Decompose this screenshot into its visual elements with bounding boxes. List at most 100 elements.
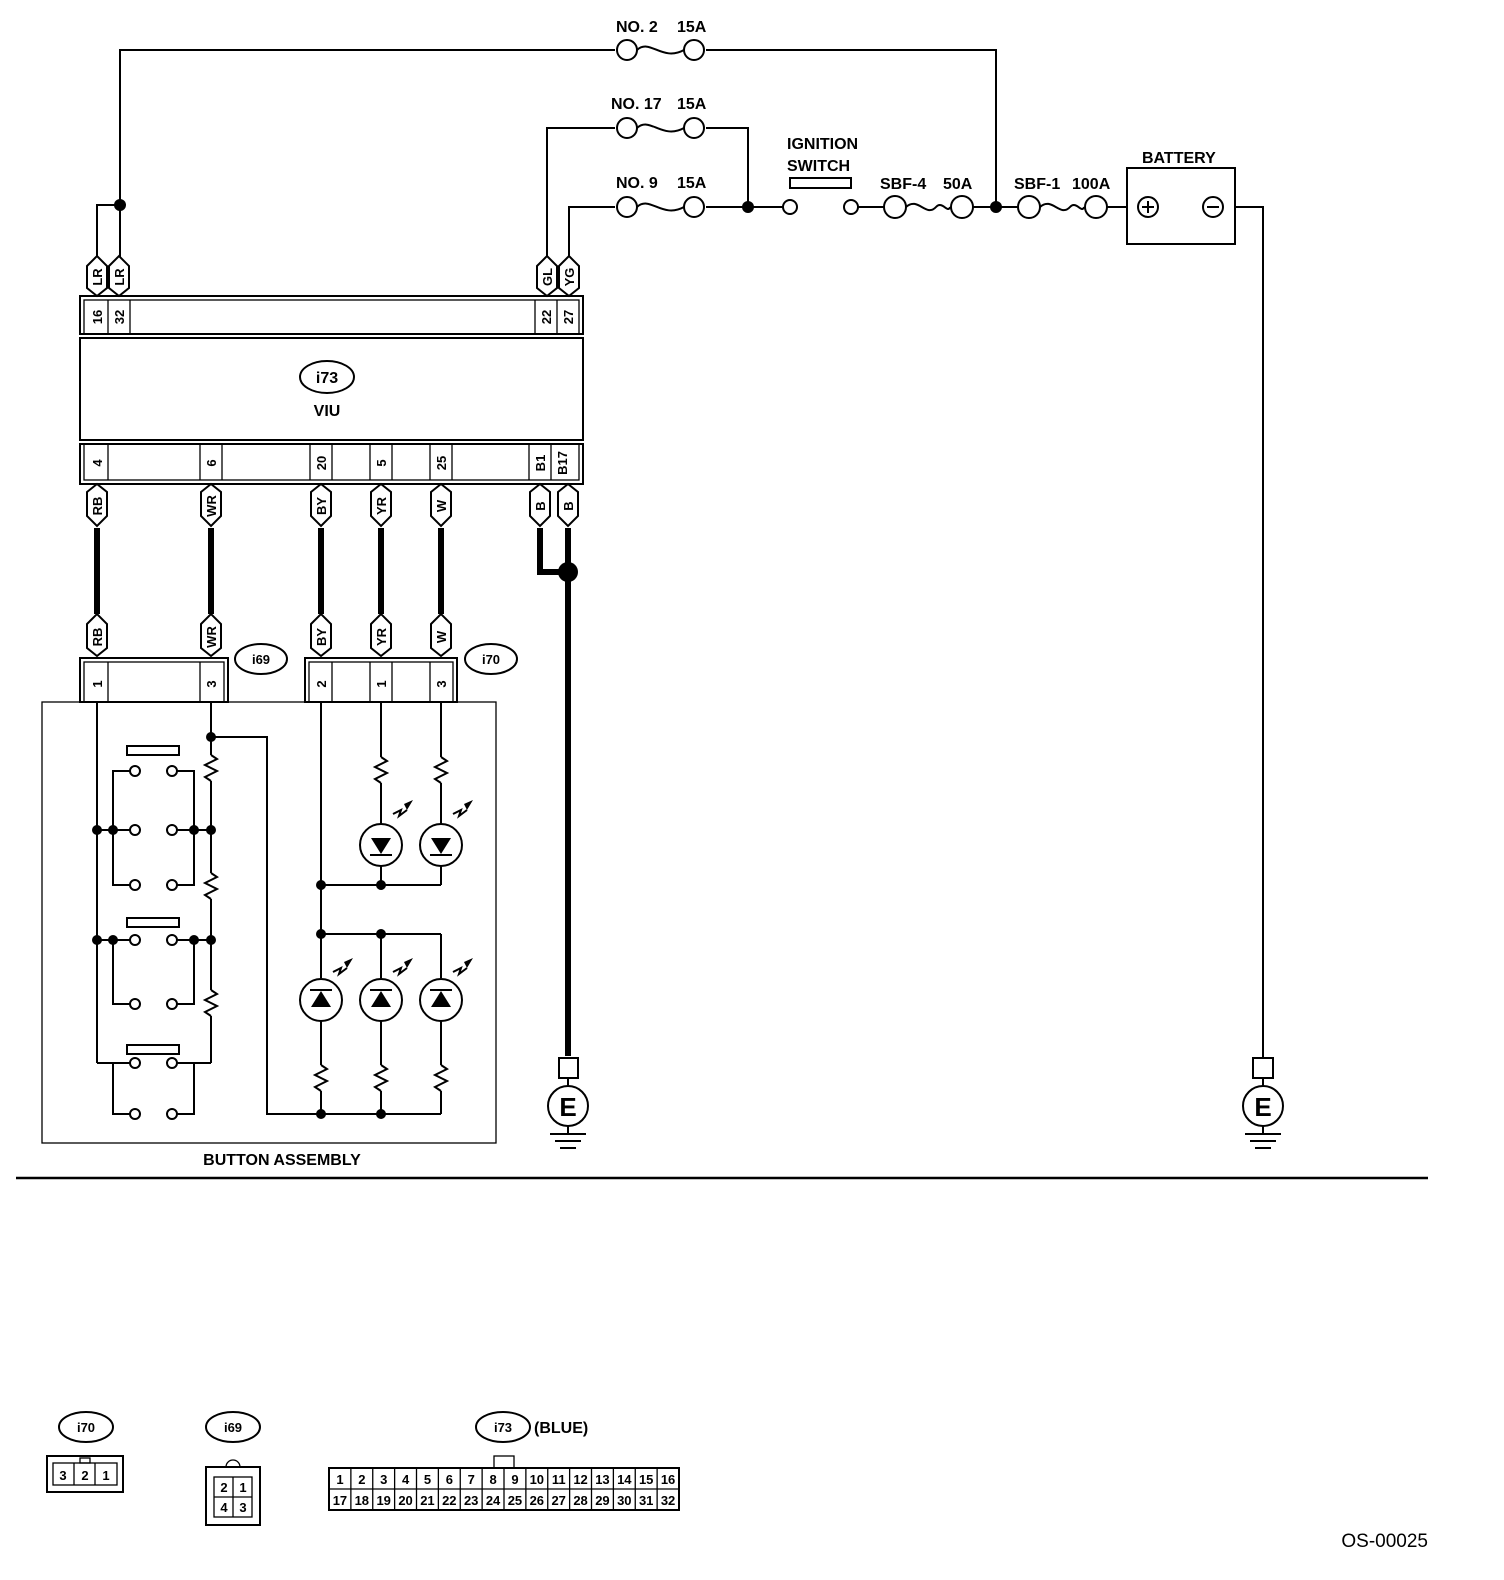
cv-i73-pin: 10 <box>530 1472 544 1487</box>
fuse-no9-rating: 15A <box>677 175 707 192</box>
junction-dot <box>990 201 1002 213</box>
cv-i73-pin: 32 <box>661 1493 675 1508</box>
wire-tag-lr-2: LR <box>112 268 127 286</box>
fuse-sbf1-name: SBF-1 <box>1014 176 1060 193</box>
cv-i69-pin-3: 3 <box>239 1500 246 1515</box>
cv-i73-pin: 1 <box>336 1472 343 1487</box>
ground-right: E <box>1242 1057 1284 1149</box>
fuse-no2: NO. 2 15A <box>616 19 707 61</box>
fuse-sbf4-rating: 50A <box>943 176 973 193</box>
viu-pin-6: 6 <box>204 459 219 466</box>
harness-wires <box>94 528 578 1056</box>
cv-i70-pin-1: 1 <box>102 1468 109 1483</box>
cv-i73-pin: 8 <box>489 1472 496 1487</box>
ground-left-symbol: E <box>559 1092 576 1122</box>
viu-bottom-pins: 4 6 20 5 25 B1 B17 <box>90 444 570 480</box>
i70-wire-w: W <box>434 630 449 643</box>
fuse-sbf4-name: SBF-4 <box>880 176 926 193</box>
cv-i73-pin: 19 <box>376 1493 390 1508</box>
cv-i73-pin: 4 <box>402 1472 410 1487</box>
viu-pin-22: 22 <box>539 310 554 324</box>
cv-i73-pin: 25 <box>508 1493 522 1508</box>
connector-view-i70: i70 3 2 1 <box>46 1411 124 1493</box>
cv-i73-pin: 7 <box>468 1472 475 1487</box>
viu-pin-25: 25 <box>434 456 449 470</box>
viu-pin-b17: B17 <box>555 451 570 475</box>
wire-tag-wr: WR <box>204 495 219 517</box>
cv-i73-pin: 29 <box>595 1493 609 1508</box>
i70-connector-id: i70 <box>482 652 500 667</box>
viu-connector-id: i73 <box>316 370 338 387</box>
i69-wire-wr: WR <box>204 626 219 648</box>
cv-i73-pin: 23 <box>464 1493 478 1508</box>
i69-connector-id: i69 <box>252 652 270 667</box>
wire-tag-lr-1: LR <box>90 268 105 286</box>
cv-i73-pin: 15 <box>639 1472 653 1487</box>
wire-tag-b-2: B <box>561 501 576 510</box>
battery: BATTERY <box>1126 150 1236 245</box>
cv-i70-pin-3: 3 <box>59 1468 66 1483</box>
viu-top-pins: 16 32 22 27 <box>90 300 576 334</box>
viu-pin-20: 20 <box>314 456 329 470</box>
fuse-no17-name: NO. 17 <box>611 96 662 113</box>
fuse-no9-name: NO. 9 <box>616 175 658 192</box>
wire-tag-yr: YR <box>374 496 389 515</box>
i70-pin-1: 1 <box>374 680 389 687</box>
cv-i73-pin: 11 <box>552 1472 566 1487</box>
viu-bottom-wire-tags: RB WR BY YR W B B <box>86 482 579 528</box>
fuse-no17: NO. 17 15A <box>611 96 707 139</box>
wire-tag-w: W <box>434 499 449 512</box>
cv-i73-pin: 2 <box>358 1472 365 1487</box>
cv-i73-pin: 27 <box>551 1493 565 1508</box>
connector-view-i69: i69 2 1 4 3 <box>205 1411 261 1526</box>
i69-connector: 1 3 i69 <box>79 643 288 703</box>
fuse-sbf1: SBF-1 100A <box>1014 176 1111 219</box>
i70-wire-yr: YR <box>374 627 389 646</box>
cv-i73-pin: 13 <box>595 1472 609 1487</box>
junction-dot <box>742 201 754 213</box>
cv-i73-pin: 30 <box>617 1493 631 1508</box>
viu-pin-27: 27 <box>561 310 576 324</box>
fuse-no9: NO. 9 15A <box>616 175 707 218</box>
viu-pin-5: 5 <box>374 459 389 466</box>
i69-pin-3: 3 <box>204 680 219 687</box>
fuse-sbf1-rating: 100A <box>1072 176 1111 193</box>
battery-label: BATTERY <box>1142 150 1216 167</box>
junction-dot <box>114 199 126 211</box>
cv-i69-pin-1: 1 <box>239 1480 246 1495</box>
wire-tag-b-1: B <box>533 501 548 510</box>
cv-i73-pin: 9 <box>511 1472 518 1487</box>
ignition-switch-line1: IGNITION <box>787 136 858 153</box>
illumination-leds <box>299 929 473 1119</box>
cv-i73-pin: 31 <box>639 1493 653 1508</box>
i70-wire-by: BY <box>314 628 329 646</box>
i70-pin-2: 2 <box>314 680 329 687</box>
indicator-leds <box>316 702 473 934</box>
viu-pin-4: 4 <box>90 459 105 467</box>
harness-wire-tags: RB WR BY YR W <box>86 612 452 658</box>
cv-i73-pin: 5 <box>424 1472 431 1487</box>
cv-i73-pin: 12 <box>573 1472 587 1487</box>
i70-pin-3: 3 <box>434 680 449 687</box>
cv-i73-pin: 22 <box>442 1493 456 1508</box>
cv-i73-pin: 16 <box>661 1472 675 1487</box>
viu-pin-16: 16 <box>90 310 105 324</box>
cv-i73-pin: 24 <box>486 1493 501 1508</box>
ignition-switch: IGNITION SWITCH <box>782 136 859 215</box>
button-assembly-label: BUTTON ASSEMBLY <box>203 1152 361 1169</box>
cv-i73-pin: 14 <box>617 1472 632 1487</box>
power-wiring <box>96 49 1264 1058</box>
push-switch-3 <box>97 1044 211 1120</box>
button-assembly: BUTTON ASSEMBLY <box>41 701 497 1169</box>
viu-pin-b1: B1 <box>533 455 548 472</box>
cv-i73-pin: 3 <box>380 1472 387 1487</box>
cv-i69-pin-2: 2 <box>220 1480 227 1495</box>
cv-i73-pin: 26 <box>530 1493 544 1508</box>
fuse-no2-rating: 15A <box>677 19 707 36</box>
cv-i73-label: i73 <box>494 1420 512 1435</box>
ignition-switch-line2: SWITCH <box>787 158 850 175</box>
cv-i73-pin: 17 <box>333 1493 347 1508</box>
cv-i73-pin: 6 <box>446 1472 453 1487</box>
wire-tag-by: BY <box>314 497 329 515</box>
